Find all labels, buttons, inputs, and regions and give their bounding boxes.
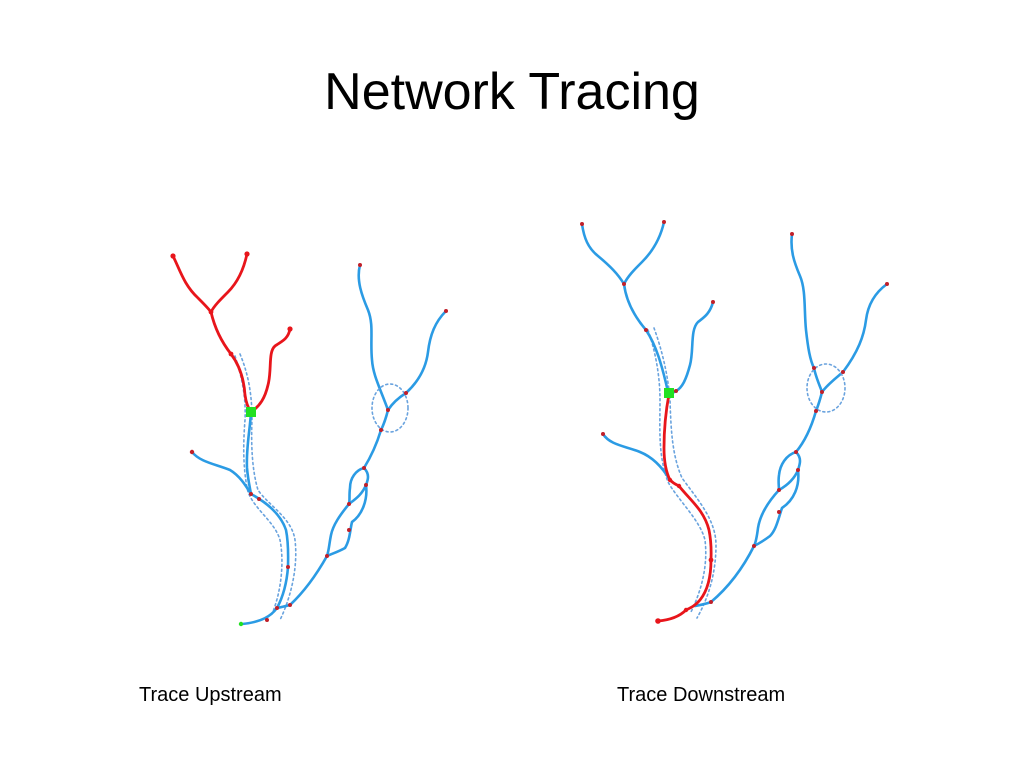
junction-node: [885, 282, 889, 286]
traced-segment: [209, 310, 233, 356]
junction-node: [170, 253, 176, 259]
junction-node: [841, 370, 845, 374]
junction-node: [662, 220, 666, 224]
traced-segment: [209, 252, 249, 314]
junction-node: [244, 251, 250, 257]
stream-segment: [777, 450, 798, 492]
junction-node: [601, 432, 605, 436]
traced-segment: [662, 392, 672, 482]
junction-node: [249, 492, 253, 496]
downstream-loop-outline: [806, 363, 846, 413]
junction-node: [777, 488, 781, 492]
junction-node: [325, 554, 329, 558]
traced-segment: [171, 254, 213, 314]
stream-segment: [347, 466, 366, 506]
stream-segment: [357, 263, 390, 412]
junction-node: [347, 528, 351, 532]
stream-segment: [325, 483, 368, 558]
downstream-network: [580, 220, 889, 624]
junction-node: [347, 502, 351, 506]
junction-node: [364, 483, 368, 487]
junction-node: [189, 449, 195, 455]
junction-node: [674, 389, 678, 393]
junction-node: [667, 477, 673, 483]
junction-node: [814, 409, 818, 413]
junction-node: [777, 510, 781, 514]
junction-node: [287, 326, 293, 332]
stream-segment: [580, 222, 626, 286]
upstream-trace-outline: [239, 353, 297, 621]
stream-segment: [190, 450, 253, 496]
upstream-network: [170, 251, 448, 627]
trace-start-flag: [664, 388, 674, 398]
stream-segment: [404, 309, 448, 395]
stream-segment: [841, 282, 889, 374]
stream-segment: [622, 282, 670, 394]
stream-segment: [601, 432, 672, 482]
junction-node: [708, 557, 714, 563]
stream-segment: [288, 554, 329, 607]
downstream-trace-outline: [653, 327, 717, 619]
traced-segment: [668, 478, 713, 562]
junction-node: [379, 428, 383, 432]
junction-node: [386, 408, 390, 412]
junction-node: [683, 607, 689, 613]
traced-segment: [656, 558, 713, 623]
junction-node: [812, 366, 816, 370]
upstream-trace-outline: [234, 355, 283, 615]
junction-node: [228, 351, 234, 357]
caption-trace-upstream: Trace Upstream: [139, 684, 282, 706]
stream-segment: [752, 468, 800, 548]
stream-segment: [325, 483, 368, 558]
junction-node: [275, 606, 279, 610]
stream-segment: [362, 408, 390, 470]
junction-node: [362, 466, 366, 470]
junction-node: [265, 618, 269, 622]
stream-segment: [794, 450, 802, 472]
junction-node: [404, 391, 408, 395]
junction-node: [790, 232, 794, 236]
junction-node: [257, 497, 261, 501]
junction-node: [444, 309, 448, 313]
junction-node: [288, 603, 292, 607]
caption-trace-downstream: Trace Downstream: [617, 684, 786, 706]
slide-title: Network Tracing: [324, 63, 700, 121]
junction-node: [622, 282, 626, 286]
junction-node: [709, 600, 713, 604]
traced-segment: [249, 327, 292, 414]
outlet-node: [655, 618, 661, 624]
junction-node: [644, 328, 648, 332]
upstream-loop-outline: [371, 383, 409, 433]
stream-segment: [674, 300, 715, 393]
stream-segment: [386, 391, 408, 412]
junction-node: [820, 390, 824, 394]
junction-node: [676, 483, 682, 489]
trace-start-flag: [246, 407, 256, 417]
stream-segment: [790, 232, 816, 370]
junction-node: [358, 263, 362, 267]
junction-node: [796, 468, 800, 472]
stream-segment: [812, 366, 845, 394]
junction-node: [208, 309, 214, 315]
stream-segment: [794, 390, 824, 454]
junction-node: [711, 300, 715, 304]
junction-node: [752, 544, 756, 548]
outlet-node: [238, 621, 244, 627]
junction-node: [286, 565, 290, 569]
stream-segment: [240, 410, 290, 626]
junction-node: [580, 222, 584, 226]
stream-segment: [752, 468, 800, 548]
downstream-trace-outline: [647, 329, 707, 615]
junction-node: [794, 450, 798, 454]
stream-segment: [622, 220, 666, 286]
stream-segment: [709, 544, 756, 604]
stream-segment: [362, 466, 370, 487]
